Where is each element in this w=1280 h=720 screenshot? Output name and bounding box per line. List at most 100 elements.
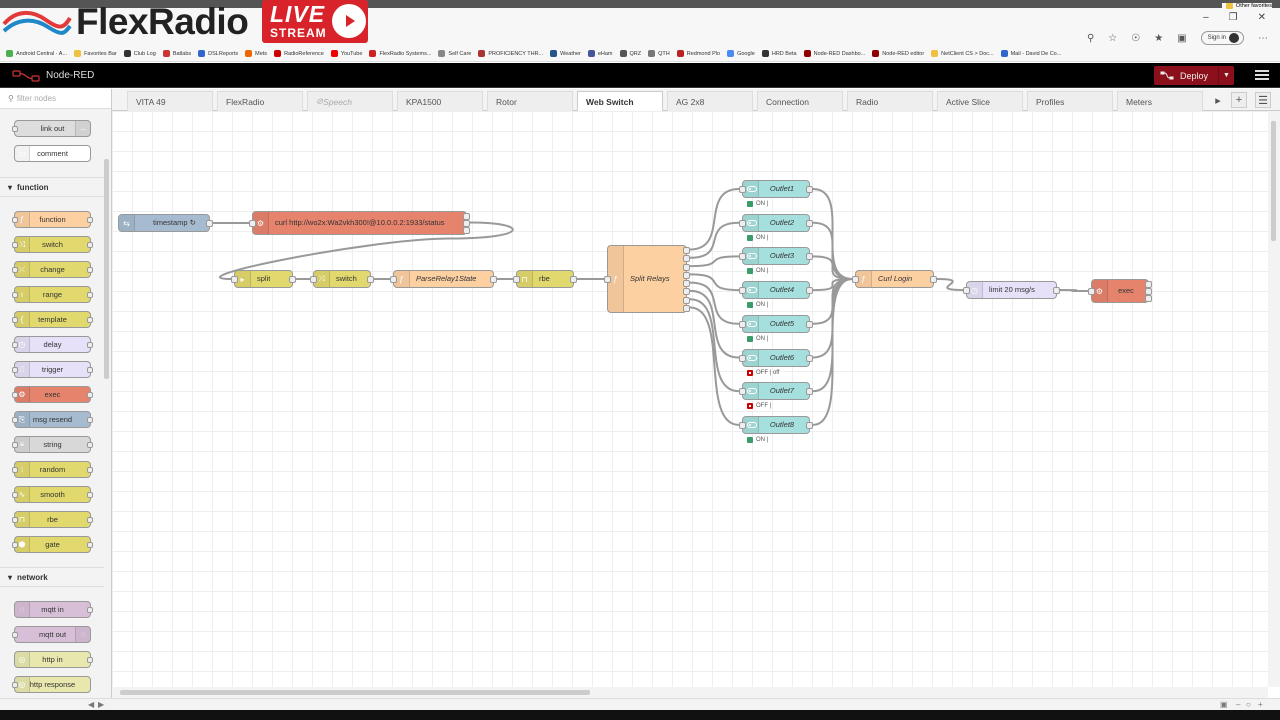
palette-node-delay[interactable]: ◷delay [12,336,93,353]
input-port[interactable] [739,388,746,396]
tab-scroll-right-icon[interactable]: ▸ [1215,94,1221,107]
input-port[interactable] [12,242,18,248]
palette-node-rbe[interactable]: ⊓rbe [12,511,93,528]
workspace-vertical-scrollbar[interactable] [1268,111,1280,687]
wire[interactable] [812,278,853,426]
output-port[interactable] [683,247,690,254]
input-port[interactable] [739,320,746,328]
tab-connection[interactable]: Connection [757,91,843,111]
output-port[interactable] [87,657,93,663]
output-port[interactable] [570,276,577,283]
main-menu-icon[interactable] [1255,68,1269,82]
bookmark-item[interactable]: PROFICIENCY THR... [478,50,543,57]
tab-web-switch[interactable]: Web Switch [577,91,663,112]
output-port[interactable] [87,392,93,398]
input-port[interactable] [249,220,256,227]
input-port[interactable] [12,367,18,373]
palette-scrollbar[interactable] [104,159,109,379]
palette-search-input[interactable]: ⚲ filter nodes [0,89,111,109]
favorites-icon[interactable]: ★ [1154,32,1164,44]
flow-workspace[interactable]: ⇆timestamp ↻⚙curl http://wo2x:Wa2vkh300!… [112,111,1268,687]
palette-node-switch[interactable]: ⤨switch [12,236,93,253]
bookmark-item[interactable]: QRZ [619,50,641,57]
input-port[interactable] [12,492,18,498]
output-port[interactable] [806,421,813,429]
input-port[interactable] [310,276,317,283]
output-port[interactable] [806,388,813,396]
input-port[interactable] [12,292,18,298]
output-port[interactable] [683,305,690,312]
output-port[interactable] [463,220,470,227]
palette-expand-icon[interactable]: ▶ [98,700,105,709]
bookmark-item[interactable]: Redmond Plo [676,50,720,57]
extensions-icon[interactable]: ☉ [1131,32,1141,44]
other-favorites[interactable]: Other favorites [1221,3,1272,9]
input-port[interactable] [739,253,746,261]
navigator-icon[interactable]: ▣ [1220,700,1228,709]
bookmark-item[interactable]: FlexRadio Systems... [369,50,431,57]
output-port[interactable] [87,242,93,248]
output-port[interactable] [87,267,93,273]
collections-icon[interactable]: ▣ [1177,32,1187,44]
sign-in-button[interactable]: Sign in [1200,31,1244,45]
input-port[interactable] [12,392,18,398]
wire[interactable] [689,255,740,268]
input-port[interactable] [739,219,746,227]
minimize-icon[interactable]: – [1203,12,1209,23]
tab-speech[interactable]: ⊘ Speech [307,91,393,111]
deploy-button[interactable]: Deploy ▼ [1154,66,1234,85]
wire[interactable] [219,221,514,280]
wire[interactable] [689,289,740,359]
bookmark-item[interactable]: Mets [245,50,267,57]
input-port[interactable] [1088,288,1095,295]
output-port[interactable] [87,417,93,423]
tab-profiles[interactable]: Profiles [1027,91,1113,111]
zoom-reset-icon[interactable]: ○ [1246,700,1251,709]
wire[interactable] [812,188,853,280]
input-port[interactable] [12,126,18,132]
bookmark-item[interactable]: Self Care [438,50,471,57]
wire[interactable] [689,221,740,259]
input-port[interactable] [12,542,18,548]
palette-node-trigger[interactable]: ⎍trigger [12,361,93,378]
input-port[interactable] [12,632,18,638]
output-port[interactable] [87,542,93,548]
output-port[interactable] [87,367,93,373]
output-port[interactable] [87,607,93,613]
tab-kpa1500[interactable]: KPA1500 [397,91,483,111]
palette-node-random[interactable]: ⁝random [12,461,93,478]
output-port[interactable] [806,219,813,227]
output-port[interactable] [367,276,374,283]
palette-node-msg-resend[interactable]: ⎘msg resend [12,411,93,428]
output-port[interactable] [463,213,470,220]
bookmark-item[interactable]: NetClient CS > Doc... [931,50,994,57]
zoom-out-icon[interactable]: – [1236,700,1241,709]
output-port[interactable] [463,227,470,234]
tab-meters[interactable]: Meters [1117,91,1203,111]
flow-node-split[interactable]: ▸split [231,270,296,288]
palette-category-function[interactable]: ▾function [0,177,104,197]
output-port[interactable] [683,263,690,271]
wire[interactable] [689,298,740,393]
palette-node-mqtt-in[interactable]: ◌mqtt in [14,601,93,618]
input-port[interactable] [852,276,859,283]
output-port[interactable] [206,220,213,227]
output-port[interactable] [806,354,813,362]
input-port[interactable] [12,517,18,523]
wire[interactable] [812,221,853,280]
output-port[interactable] [490,276,497,283]
input-port[interactable] [12,217,18,223]
tab-active-slice[interactable]: Active Slice [937,91,1023,111]
input-port[interactable] [12,442,18,448]
palette-collapse-icon[interactable]: ◀ [88,700,95,709]
output-port[interactable] [87,517,93,523]
wire[interactable] [689,188,740,251]
